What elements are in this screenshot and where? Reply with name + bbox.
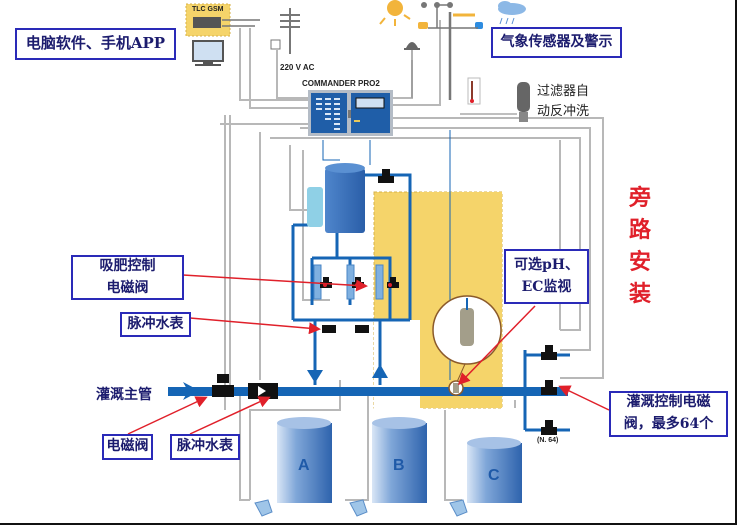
ph-ec-line2: EC监视 [521,278,572,295]
sun-icon [379,0,411,26]
flow-down-arrow [307,370,323,383]
flow-in-arrow [183,382,200,400]
suction-filters [254,499,468,517]
callout-arrows [127,274,610,435]
irr-valve-line2: 阀，最多64个 [623,416,714,432]
filter-label-line2: 动反冲洗 [537,103,590,119]
filter-backflush-label: 过滤器自 动反冲洗 [537,82,589,121]
power-outlet-icon [270,39,281,50]
power-label: 220 V AC [280,63,315,72]
top-tank-valve [378,169,394,183]
ph-ec-line1: 可选pH、 [513,256,580,273]
bypass-char-3: 安 [628,248,651,275]
tank-b [372,417,427,503]
main-pulse-meter [248,383,278,399]
ph-ec-label: 可选pH、 EC监视 [504,249,589,304]
bypass-install-label: 旁 路 安 装 [625,183,655,311]
irrigation-valve-label: 灌溉控制电磁 阀，最多64个 [609,391,728,437]
tank-a [277,417,332,503]
weather-sensor-label: 气象传感器及警示 [491,27,622,58]
main-pipe-label: 灌溉主管 [96,387,152,403]
bypass-char-1: 旁 [628,185,651,211]
irrigation-valves [541,345,557,435]
irr-valve-line1: 灌溉控制电磁 [626,394,711,411]
solenoid-label: 电磁阀 [102,434,153,460]
controller-keypad [316,98,340,130]
controller-label: COMMANDER PRO2 [302,79,380,88]
tank-a-label: A [298,457,310,474]
main-solenoid-valve [212,374,234,397]
power-pole-icon [280,8,300,54]
filter-icon [517,82,530,122]
fert-valve-line2: 电磁阀 [106,279,149,296]
alarm-bell-icon [404,42,420,98]
bypass-char-4: 装 [628,280,651,307]
tank-c [467,437,522,503]
pulse-meter-label-bottom: 脉冲水表 [170,434,240,460]
tank-b-label: B [393,457,405,474]
filter-label-line1: 过滤器自 [537,84,590,99]
pulse-meters-small [322,325,369,333]
fertilizer-tank-top [325,168,365,233]
pc-app-label: 电脑软件、手机APP [15,28,176,60]
fert-valve-line1: 吸肥控制 [99,257,156,274]
fertilizer-valve-label: 吸肥控制 电磁阀 [71,255,184,300]
rain-cloud-icon [498,1,526,25]
computer-icon [192,40,224,66]
tank-c-label: C [488,467,500,484]
pulse-meter-label-top: 脉冲水表 [120,312,191,337]
bypass-char-2: 路 [628,216,651,243]
anemometer-icon [418,2,483,100]
thermometer-icon [467,77,481,105]
flow-up-arrow [372,364,388,378]
pump [307,187,323,227]
commander-controller [308,90,393,136]
tlc-gsm-label: TLC GSM [192,6,224,13]
valve-count-label: (N. 64) [537,437,559,444]
main-irrigation-pipe [168,387,568,396]
